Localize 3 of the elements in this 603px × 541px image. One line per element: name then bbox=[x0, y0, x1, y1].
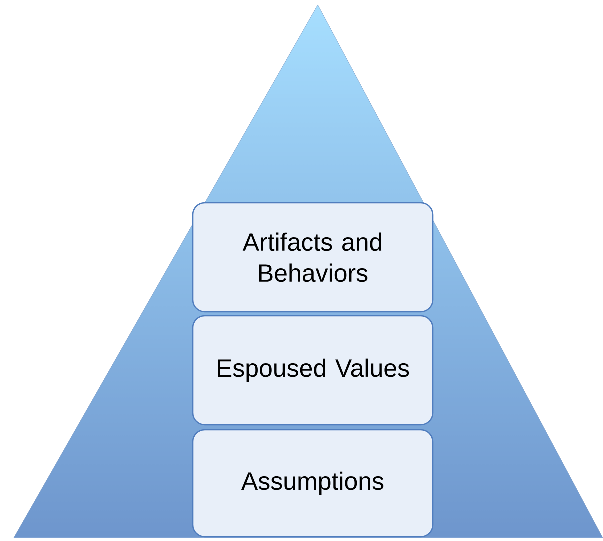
layer-box: Espoused Values bbox=[192, 315, 434, 426]
layer-box: Assumptions bbox=[192, 429, 434, 538]
layer-box: Artifacts and Behaviors bbox=[192, 202, 434, 313]
